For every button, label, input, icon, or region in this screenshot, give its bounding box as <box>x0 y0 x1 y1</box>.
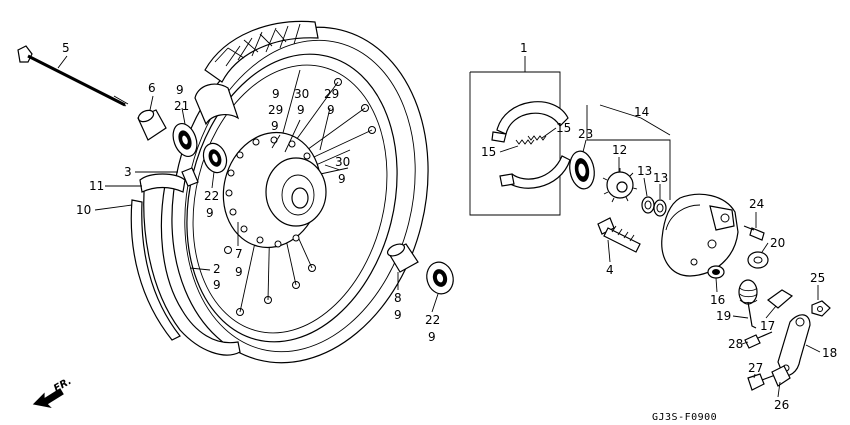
inner-tube <box>143 177 241 356</box>
brake-shoe-upper <box>496 101 569 135</box>
callout-9: 9 <box>235 265 243 279</box>
callout-20: 20 <box>770 236 785 250</box>
callout-22: 22 <box>425 313 440 327</box>
callout-2: 2 <box>213 262 221 276</box>
brake-panel <box>661 193 739 277</box>
callout-16: 16 <box>710 293 725 307</box>
callout-13: 13 <box>637 164 652 178</box>
callout-25: 25 <box>810 271 825 285</box>
return-spring <box>738 279 758 329</box>
callout-15: 15 <box>481 145 496 159</box>
callout-22: 22 <box>204 189 219 203</box>
front-axle <box>17 45 129 107</box>
callout-30: 30 <box>335 155 350 169</box>
shoe-spring-1 <box>515 139 535 145</box>
callout-23: 23 <box>578 127 593 141</box>
callout-28: 28 <box>728 337 743 351</box>
brake-shoe-lower <box>504 155 571 189</box>
axle-collar <box>137 109 167 141</box>
callout-24: 24 <box>749 197 764 211</box>
callout-9: 9 <box>327 103 335 117</box>
dust-seal-22a <box>202 142 228 174</box>
tube-top <box>139 173 186 193</box>
callout-6: 6 <box>148 81 156 95</box>
tube-valve <box>181 167 199 187</box>
direction-label: FR. <box>52 376 74 395</box>
callout-4: 4 <box>606 263 614 277</box>
callout-18: 18 <box>822 346 837 360</box>
callout-29: 29 <box>268 103 283 117</box>
callout-12: 12 <box>612 143 627 157</box>
callout-9: 9 <box>338 172 346 186</box>
side-collar-8 <box>386 243 419 273</box>
callout-27: 27 <box>748 361 763 375</box>
callout-3: 3 <box>124 165 132 179</box>
bearing-21 <box>172 122 198 158</box>
speedometer-gear <box>602 168 638 203</box>
callout-9: 9 <box>176 83 184 97</box>
callout-30: 30 <box>294 87 309 101</box>
shoe-spring-2 <box>527 135 547 141</box>
callout-15: 15 <box>556 121 571 135</box>
gearbox-pinion <box>597 217 641 253</box>
callout-9: 9 <box>271 119 279 133</box>
callout-19: 19 <box>716 309 731 323</box>
callout-14: 14 <box>634 105 649 119</box>
brake-panel-group <box>569 105 739 279</box>
callout-9: 9 <box>206 206 214 220</box>
tire-section <box>194 83 240 126</box>
callout-26: 26 <box>774 398 789 412</box>
tire-tread <box>204 20 319 83</box>
callout-7: 7 <box>235 247 243 261</box>
callout-8: 8 <box>394 291 402 305</box>
callout-9: 9 <box>213 278 221 292</box>
callout-5: 5 <box>62 41 70 55</box>
callout-13: 13 <box>653 171 668 185</box>
brake-arm-parts <box>738 225 831 391</box>
front-direction-arrow: FR. <box>32 376 74 408</box>
callout-9: 9 <box>272 87 280 101</box>
callout-9: 9 <box>394 308 402 322</box>
brake-shoe-group <box>469 71 571 216</box>
diagram-code: GJ3S-F0900 <box>652 412 717 423</box>
leader-lines <box>57 55 821 398</box>
callout-11: 11 <box>89 179 104 193</box>
callout-21: 21 <box>174 99 189 113</box>
rim-band <box>130 199 181 341</box>
callout-10: 10 <box>76 203 91 217</box>
dust-seal-22b <box>426 261 454 295</box>
callout-29: 29 <box>324 87 339 101</box>
callout-17: 17 <box>760 319 775 333</box>
callout-9: 9 <box>428 330 436 344</box>
callout-9: 9 <box>297 103 305 117</box>
callout-1: 1 <box>520 41 528 55</box>
wheel-assembly <box>130 20 429 364</box>
callout-labels: 5 6 9 21 9 30 9 29 9 29 9 3 11 10 22 9 3… <box>62 41 837 412</box>
hub-flange-holes <box>225 136 311 248</box>
